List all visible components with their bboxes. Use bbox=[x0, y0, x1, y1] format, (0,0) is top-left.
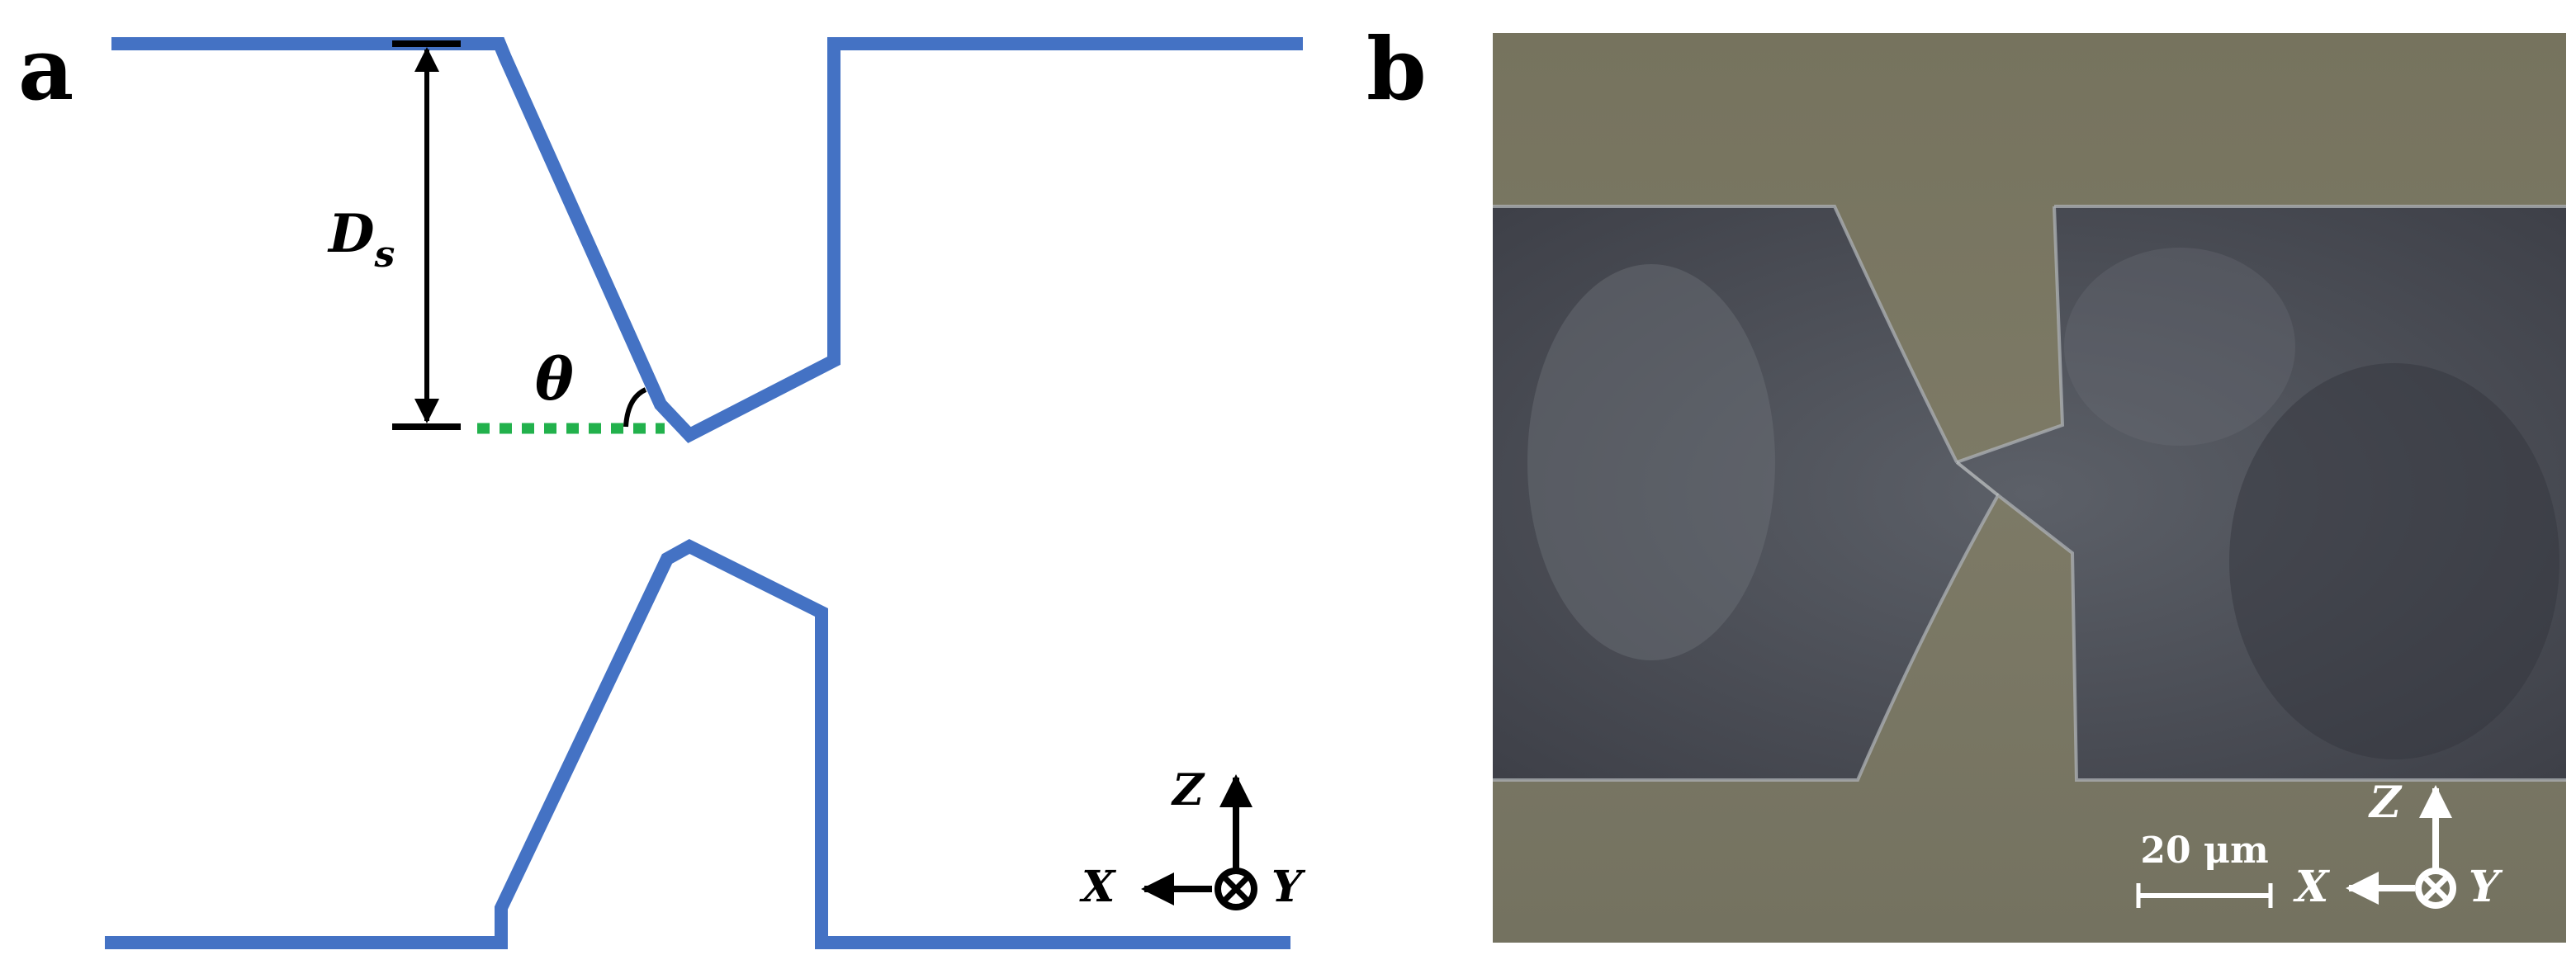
micrograph bbox=[1493, 33, 2566, 943]
panel-a: a Ds θ Z X Y bbox=[18, 18, 1306, 949]
z-axis-label-b: Z bbox=[2368, 778, 2403, 828]
depth-dimension bbox=[392, 40, 461, 430]
axes-indicator-a: Z X Y bbox=[1079, 765, 1306, 912]
panel-b-label: b bbox=[1366, 18, 1427, 120]
depth-label: Ds bbox=[327, 203, 395, 276]
panel-a-label: a bbox=[18, 18, 73, 120]
angle-label: θ bbox=[535, 345, 574, 414]
axes-indicator-b: Z X Y bbox=[2293, 778, 2503, 912]
y-axis-label: Y bbox=[1271, 862, 1306, 912]
y-into-page-icon-b bbox=[2415, 868, 2456, 909]
upper-channel-wall bbox=[111, 37, 1303, 443]
x-axis-label-b: X bbox=[2293, 862, 2331, 912]
x-axis-label: X bbox=[1079, 862, 1117, 912]
scale-bar-label: 20 μm bbox=[2140, 830, 2268, 872]
y-axis-label-b: Y bbox=[2469, 862, 2503, 912]
scale-bar: 20 μm bbox=[2136, 830, 2273, 908]
lower-channel-wall bbox=[105, 538, 1290, 949]
panel-b: b 20 μm bbox=[1366, 18, 2566, 943]
z-axis-label: Z bbox=[1171, 765, 1205, 816]
angle-arc bbox=[623, 387, 647, 428]
